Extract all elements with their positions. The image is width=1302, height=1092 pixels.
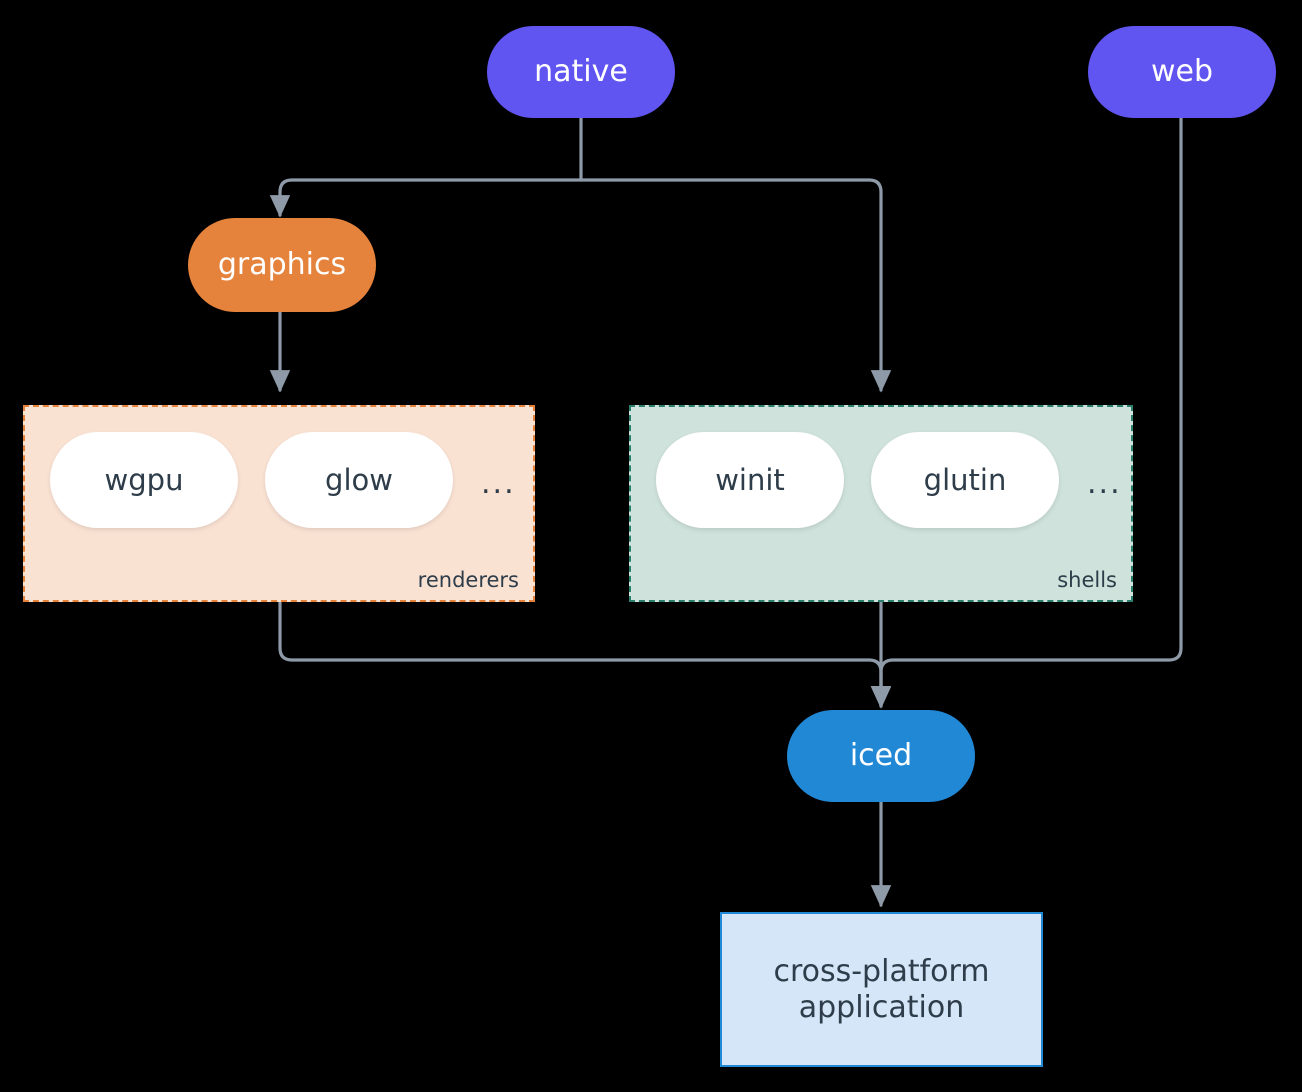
leaf-glutin[interactable]: glutin — [871, 432, 1059, 528]
node-application-label-line2: application — [798, 989, 965, 1025]
node-web[interactable]: web — [1088, 26, 1276, 118]
leaf-glow[interactable]: glow — [265, 432, 453, 528]
group-renderers-label: renderers — [417, 568, 519, 592]
node-graphics[interactable]: graphics — [188, 218, 376, 312]
leaf-wgpu-label: wgpu — [104, 463, 184, 497]
node-iced-label: iced — [849, 738, 913, 774]
edge-native-to-shells — [579, 178, 892, 393]
leaf-glutin-label: glutin — [923, 463, 1007, 497]
node-application[interactable]: cross-platform application — [720, 912, 1043, 1067]
renderers-ellipsis: ... — [481, 466, 516, 501]
node-application-label-line1: cross-platform — [773, 954, 990, 990]
leaf-winit[interactable]: winit — [656, 432, 844, 528]
leaf-winit-label: winit — [715, 463, 785, 497]
node-iced[interactable]: iced — [787, 710, 975, 802]
node-native-label: native — [534, 54, 628, 90]
group-shells-label: shells — [1057, 568, 1117, 592]
edge-renderers-to-iced — [278, 600, 892, 709]
edge-native-to-graphics — [269, 178, 583, 218]
node-web-label: web — [1150, 54, 1214, 90]
leaf-glow-label: glow — [325, 463, 393, 497]
node-native[interactable]: native — [487, 26, 675, 118]
edge-web-to-iced — [870, 116, 1183, 709]
node-graphics-label: graphics — [217, 247, 347, 283]
leaf-wgpu[interactable]: wgpu — [50, 432, 238, 528]
shells-ellipsis: ... — [1087, 466, 1122, 501]
